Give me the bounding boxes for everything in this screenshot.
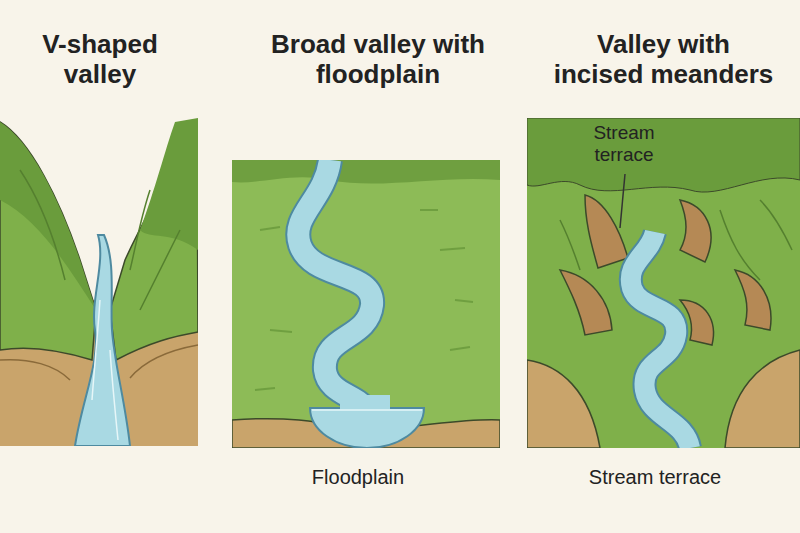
panel-caption: Floodplain <box>288 466 428 489</box>
callout-label: Stream terrace <box>578 122 670 166</box>
panel-heading: Valley with incised meanders <box>551 30 776 90</box>
v-valley-panel <box>0 118 198 446</box>
panel-caption: Stream terrace <box>570 466 740 489</box>
incised-meanders-panel <box>527 118 800 448</box>
panel-heading: Broad valley with floodplain <box>268 30 488 90</box>
floodplain-panel <box>232 160 500 448</box>
panel-heading: V-shaped valley <box>15 30 185 90</box>
leader-line <box>620 174 625 228</box>
